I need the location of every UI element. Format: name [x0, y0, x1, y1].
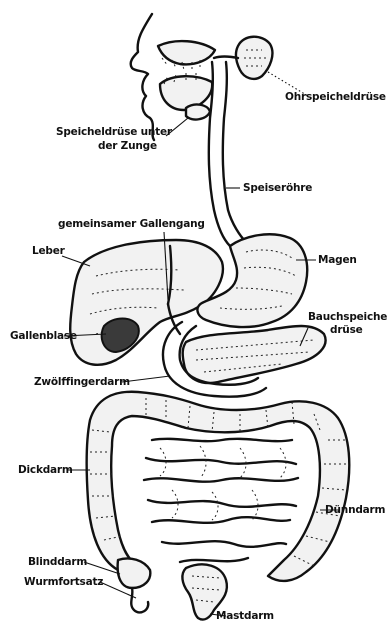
label-zwoelffingerdarm: Zwölffingerdarm [34, 376, 130, 388]
label-gemeinsamer-gallengang: gemeinsamer Gallengang [58, 218, 205, 230]
cecum [118, 558, 151, 588]
label-druese: drüse [330, 324, 363, 336]
label-speiseroehre: Speiseröhre [243, 182, 312, 194]
label-leber: Leber [32, 245, 65, 257]
label-gallenblase: Gallenblase [10, 330, 77, 342]
label-wurmfortsatz: Wurmfortsatz [24, 576, 103, 588]
label-speicheldruese-unter: Speicheldrüse unter [56, 126, 172, 138]
colon [87, 392, 350, 581]
label-duenndarm: Dünndarm [325, 504, 385, 516]
appendix [131, 588, 148, 612]
label-dickdarm: Dickdarm [18, 464, 73, 476]
pancreas [183, 326, 326, 383]
label-mastdarm: Mastdarm [216, 610, 274, 622]
upper-palate [158, 41, 215, 64]
pharynx-wall-right [223, 62, 246, 242]
label-der-zunge: der Zunge [98, 140, 157, 152]
face-profile [131, 14, 154, 140]
small-intestine-coils [160, 446, 286, 520]
parotid-duct [214, 57, 238, 59]
label-ohrspeicheldruese: Ohrspeicheldrüse [285, 91, 386, 103]
label-magen: Magen [318, 254, 357, 266]
label-bauchspeichel: Bauchspeichel- [308, 311, 388, 323]
sublingual-gland [186, 105, 210, 120]
small-intestine [144, 439, 298, 562]
label-blinddarm: Blinddarm [28, 556, 87, 568]
